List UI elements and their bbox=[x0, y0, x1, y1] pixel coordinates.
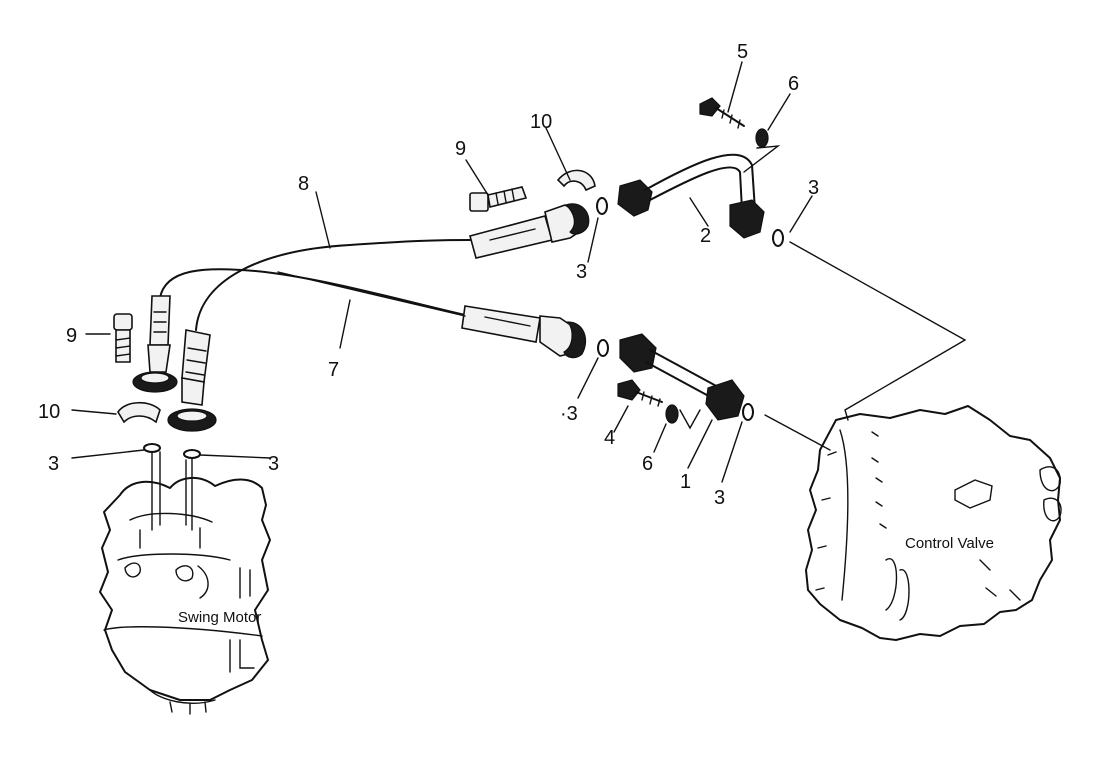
callout-6-low: 6 bbox=[642, 453, 653, 475]
split-flange-left bbox=[117, 401, 161, 424]
control-valve-body bbox=[805, 405, 1062, 641]
washer-6-top bbox=[755, 128, 769, 148]
o-ring-top-right bbox=[772, 229, 784, 247]
callout-3-left-a: 3 bbox=[48, 453, 59, 475]
callout-9-top: 9 bbox=[455, 138, 466, 160]
swing-motor-body bbox=[99, 477, 271, 715]
swing-motor-label: Swing Motor bbox=[178, 609, 261, 626]
bolt-5 bbox=[699, 97, 745, 129]
callout-3-top-mid: 3 bbox=[576, 261, 587, 283]
callout-9-left: 9 bbox=[66, 325, 77, 347]
callout-10-left: 10 bbox=[38, 401, 60, 423]
o-ring-top-mid bbox=[596, 197, 608, 215]
tube-1 bbox=[619, 333, 745, 421]
callout-10-top: 10 bbox=[530, 111, 552, 133]
callout-3-mid: ·3 bbox=[560, 403, 578, 425]
callout-5: 5 bbox=[737, 41, 748, 63]
split-flange-top bbox=[556, 169, 596, 192]
leader-lines bbox=[71, 61, 967, 483]
o-ring-low bbox=[742, 403, 754, 421]
o-ring-left-b bbox=[183, 449, 201, 459]
bolt-9-left bbox=[113, 313, 133, 363]
control-valve-label: Control Valve bbox=[905, 535, 994, 552]
callout-3-low: 3 bbox=[714, 487, 725, 509]
callout-8: 8 bbox=[298, 173, 309, 195]
washer-6-low bbox=[665, 404, 679, 424]
callout-1: 1 bbox=[680, 471, 691, 493]
callout-4: 4 bbox=[604, 427, 615, 449]
callout-3-left-b: 3 bbox=[268, 453, 279, 475]
callout-6-top: 6 bbox=[788, 73, 799, 95]
o-ring-mid bbox=[597, 339, 609, 357]
o-ring-left-a bbox=[143, 443, 161, 453]
callout-3-top-right: 3 bbox=[808, 177, 819, 199]
hose-8-fitting bbox=[469, 203, 590, 259]
swing-motor-fitting-left bbox=[132, 295, 178, 393]
hose-8 bbox=[195, 239, 471, 331]
swing-motor-fitting-right bbox=[167, 329, 217, 432]
bolt-4 bbox=[617, 379, 663, 407]
callout-7: 7 bbox=[328, 359, 339, 381]
bolt-9-top bbox=[469, 186, 528, 212]
tube-2 bbox=[617, 153, 765, 239]
hose-7 bbox=[159, 268, 466, 316]
callout-2: 2 bbox=[700, 225, 711, 247]
hose-7-fitting bbox=[461, 305, 587, 359]
